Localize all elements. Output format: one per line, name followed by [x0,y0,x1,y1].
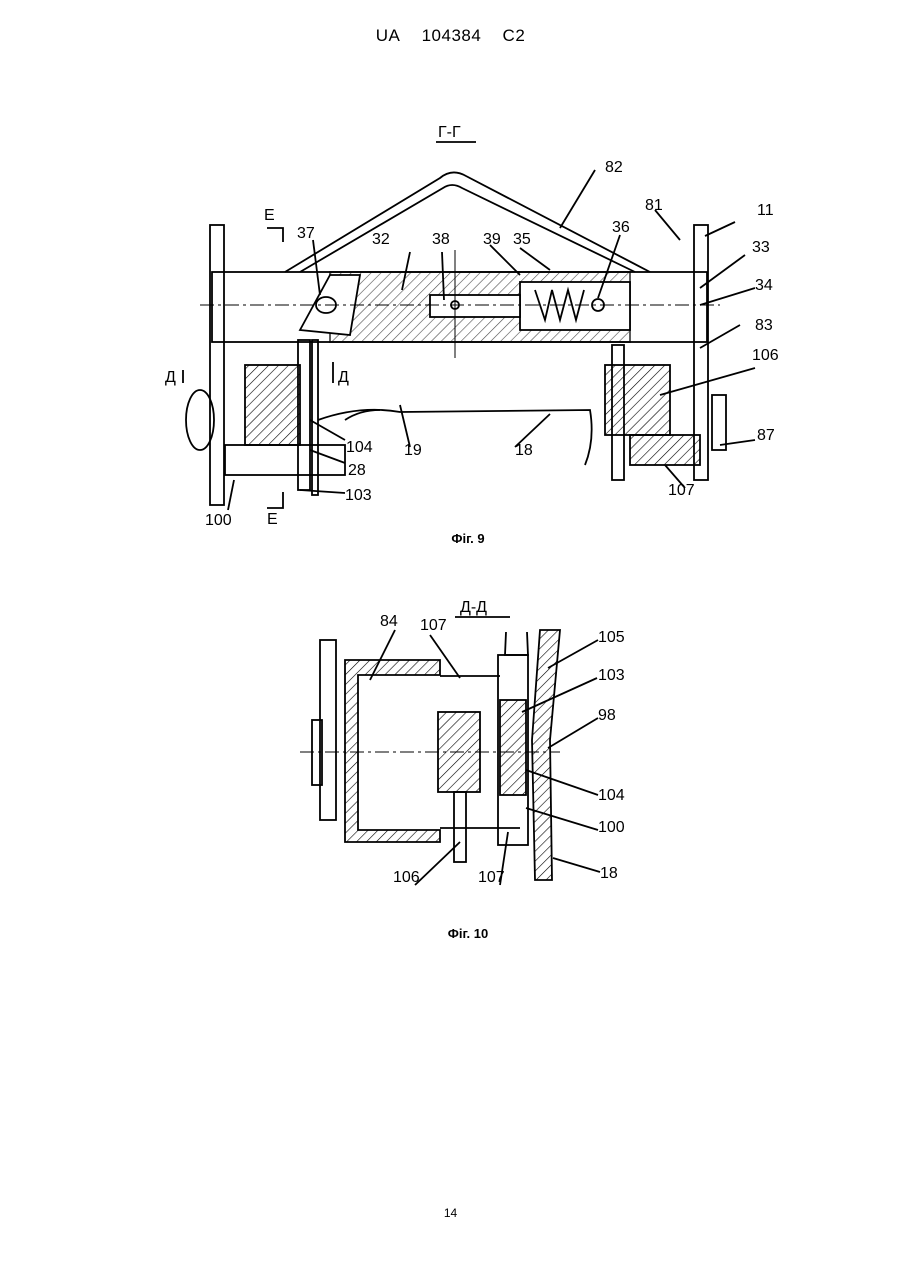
label-100: 100 [205,512,232,529]
label-18: 18 [515,442,533,459]
section-title-fig9: Г-Г [438,124,461,141]
label-104: 104 [598,787,625,804]
label-104: 104 [346,439,373,456]
label-107-top: 107 [420,617,447,634]
label-84: 84 [380,613,398,630]
label-107-bottom: 107 [478,869,505,886]
label-105: 105 [598,629,625,646]
label-98: 98 [598,707,616,724]
label-D-left: Д [165,369,176,386]
label-82: 82 [605,159,623,176]
section-title-fig10: Д-Д [460,599,487,616]
label-106: 106 [393,869,420,886]
label-28: 28 [348,462,366,479]
label-33: 33 [752,239,770,256]
label-103: 103 [598,667,625,684]
label-32: 32 [372,231,390,248]
label-19: 19 [404,442,422,459]
label-E-top: E [264,207,275,224]
label-35: 35 [513,231,531,248]
figure-9-drawing: 82 81 11 33 34 83 106 87 107 37 32 38 39… [0,0,901,560]
label-38: 38 [432,231,450,248]
page-number: 14 [0,1206,901,1220]
label-34: 34 [755,277,773,294]
label-87: 87 [757,427,775,444]
label-36: 36 [612,219,630,236]
figure-10-caption: Фіг. 10 [368,926,568,941]
figure-10-drawing: Д-Д 84 107 105 103 98 104 100 18 106 107 [0,580,901,920]
label-81: 81 [645,197,663,214]
label-83: 83 [755,317,773,334]
label-100: 100 [598,819,625,836]
label-106: 106 [752,347,779,364]
label-11: 11 [757,202,774,219]
label-107: 107 [668,482,695,499]
label-103: 103 [345,487,372,504]
label-39: 39 [483,231,501,248]
label-D-mid: Д [338,369,349,386]
label-18: 18 [600,865,618,882]
figure-9-caption: Фіг. 9 [368,531,568,546]
label-E-bottom: E [267,511,278,528]
label-37: 37 [297,225,315,242]
